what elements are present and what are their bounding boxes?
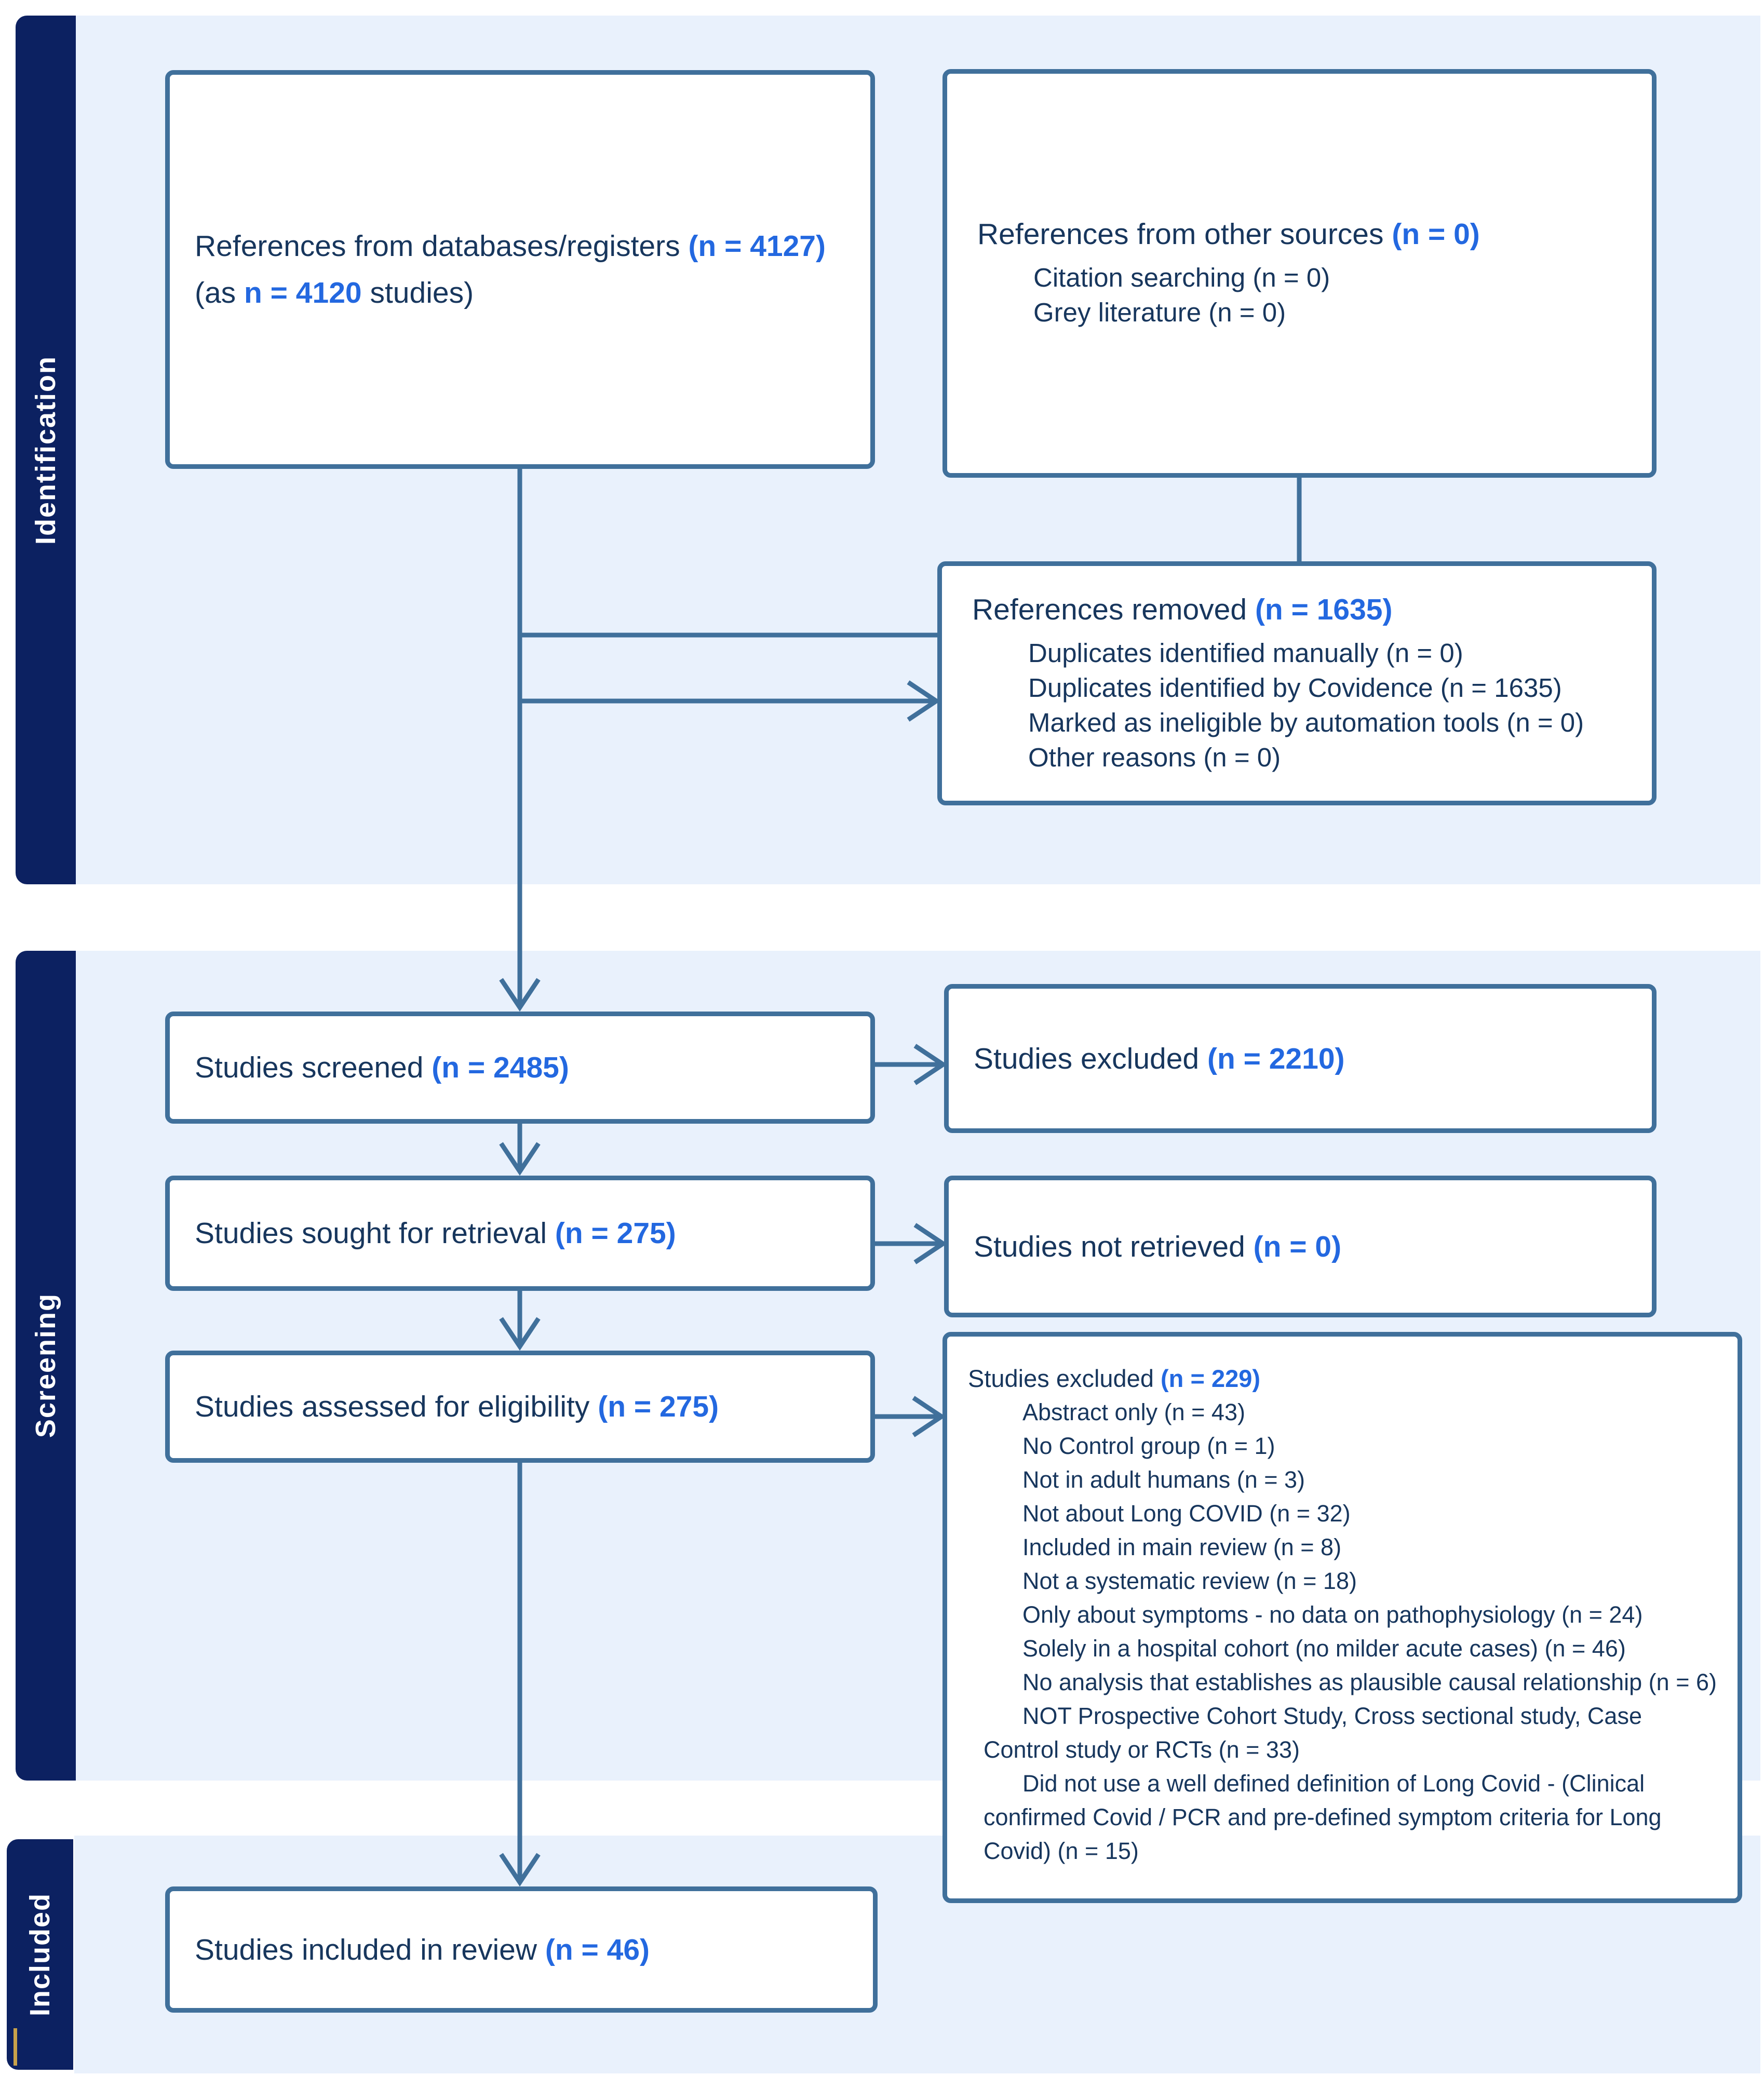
studies-screened-text: Studies screened (n = 2485) xyxy=(195,1044,855,1091)
box-eligibility-excluded: Studies excluded (n = 229) Abstract only… xyxy=(942,1332,1742,1903)
references-removed-item: Marked as ineligible by automation tools… xyxy=(1028,707,1584,737)
gold-marker xyxy=(14,2028,17,2066)
references-removed-header: References removed (n = 1635) xyxy=(972,592,1641,627)
exclusion-reason: Solely in a hospital cohort (no milder a… xyxy=(1022,1635,1626,1662)
db-line2-pre: (as xyxy=(195,276,245,309)
db-label-text: References from databases/registers xyxy=(195,230,689,263)
box-studies-screened: Studies screened (n = 2485) xyxy=(165,1012,875,1124)
studies-excluded-count: (n = 2210) xyxy=(1207,1042,1345,1075)
box-references-databases: References from databases/registers (n =… xyxy=(165,70,875,469)
box-studies-excluded: Studies excluded (n = 2210) xyxy=(944,984,1657,1133)
sidebar-band-screening: Screening xyxy=(16,951,76,1781)
box-studies-sought: Studies sought for retrieval (n = 275) xyxy=(165,1176,875,1291)
box-references-other-sources: References from other sources (n = 0) Ci… xyxy=(942,69,1657,478)
exclusion-reason: No Control group (n = 1) xyxy=(1022,1433,1275,1459)
arrowhead-down-screened-icon xyxy=(499,978,541,1012)
studies-sought-count: (n = 275) xyxy=(555,1217,676,1250)
box-studies-included: Studies included in review (n = 46) xyxy=(165,1886,878,2013)
db-line2-post: studies) xyxy=(361,276,474,309)
eligibility-excluded-label-text: Studies excluded xyxy=(968,1365,1161,1392)
eligibility-excluded-count: (n = 229) xyxy=(1161,1365,1261,1392)
studies-included-text: Studies included in review (n = 46) xyxy=(195,1926,857,1973)
arrowhead-right-excluded-icon xyxy=(913,1044,948,1085)
studies-excluded-label-text: Studies excluded xyxy=(974,1042,1207,1075)
eligibility-excluded-header: Studies excluded (n = 229) xyxy=(968,1361,1723,1395)
exclusion-reason: Did not use a well defined definition of… xyxy=(984,1770,1662,1864)
box-studies-not-retrieved: Studies not retrieved (n = 0) xyxy=(944,1176,1657,1317)
references-removed-item: Duplicates identified manually (n = 0) xyxy=(1028,638,1463,668)
sidebar-band-identification: Identification xyxy=(16,16,76,884)
studies-sought-text: Studies sought for retrieval (n = 275) xyxy=(195,1210,855,1257)
arrowhead-right-eligexcluded-icon xyxy=(912,1396,946,1437)
other-sources-item: Grey literature (n = 0) xyxy=(1033,298,1286,327)
db-line2-count: n = 4120 xyxy=(244,276,362,309)
studies-assessed-text: Studies assessed for eligibility (n = 27… xyxy=(195,1383,855,1430)
box-references-databases-text: References from databases/registers (n =… xyxy=(195,223,855,316)
exclusion-reason: No analysis that establishes as plausibl… xyxy=(1022,1669,1717,1695)
references-removed-label-text: References removed xyxy=(972,592,1255,626)
studies-screened-label-text: Studies screened xyxy=(195,1051,432,1084)
studies-not-retrieved-count: (n = 0) xyxy=(1253,1230,1342,1263)
arrowhead-down-included-icon xyxy=(499,1853,541,1887)
studies-sought-label-text: Studies sought for retrieval xyxy=(195,1217,555,1250)
studies-screened-count: (n = 2485) xyxy=(432,1051,569,1084)
studies-assessed-count: (n = 275) xyxy=(598,1390,719,1423)
arrowhead-right-notretrieved-icon xyxy=(913,1223,948,1264)
exclusion-reason: Only about symptoms - no data on pathoph… xyxy=(1022,1601,1643,1628)
box-studies-assessed: Studies assessed for eligibility (n = 27… xyxy=(165,1351,875,1463)
studies-included-label-text: Studies included in review xyxy=(195,1933,545,1966)
references-removed-item: Duplicates identified by Covidence (n = … xyxy=(1028,672,1562,703)
db-count: (n = 4127) xyxy=(688,230,826,263)
references-removed-item: Other reasons (n = 0) xyxy=(1028,742,1281,772)
other-sources-count: (n = 0) xyxy=(1392,218,1480,251)
studies-excluded-text: Studies excluded (n = 2210) xyxy=(974,1035,1636,1082)
references-removed-count: (n = 1635) xyxy=(1255,592,1393,626)
arrowhead-down-sought-icon xyxy=(499,1142,541,1176)
studies-assessed-label-text: Studies assessed for eligibility xyxy=(195,1390,598,1423)
exclusion-reason: NOT Prospective Cohort Study, Cross sect… xyxy=(984,1703,1642,1763)
exclusion-reason: Not a systematic review (n = 18) xyxy=(1022,1568,1357,1594)
box-references-removed: References removed (n = 1635) Duplicates… xyxy=(937,561,1657,805)
arrowhead-right-removed-icon xyxy=(907,680,941,722)
exclusion-reason: Abstract only (n = 43) xyxy=(1022,1399,1245,1425)
other-sources-header: References from other sources (n = 0) xyxy=(977,217,1641,252)
studies-included-count: (n = 46) xyxy=(545,1933,650,1966)
arrowhead-down-assessed-icon xyxy=(499,1317,541,1351)
studies-not-retrieved-text: Studies not retrieved (n = 0) xyxy=(974,1223,1636,1270)
other-sources-label-text: References from other sources xyxy=(977,218,1392,251)
sidebar-band-included: Included xyxy=(7,1839,73,2070)
exclusion-reason: Included in main review (n = 8) xyxy=(1022,1534,1342,1560)
exclusion-reason: Not about Long COVID (n = 32) xyxy=(1022,1500,1351,1527)
other-sources-item: Citation searching (n = 0) xyxy=(1033,263,1330,292)
exclusion-reason: Not in adult humans (n = 3) xyxy=(1022,1466,1305,1493)
studies-not-retrieved-label-text: Studies not retrieved xyxy=(974,1230,1254,1263)
